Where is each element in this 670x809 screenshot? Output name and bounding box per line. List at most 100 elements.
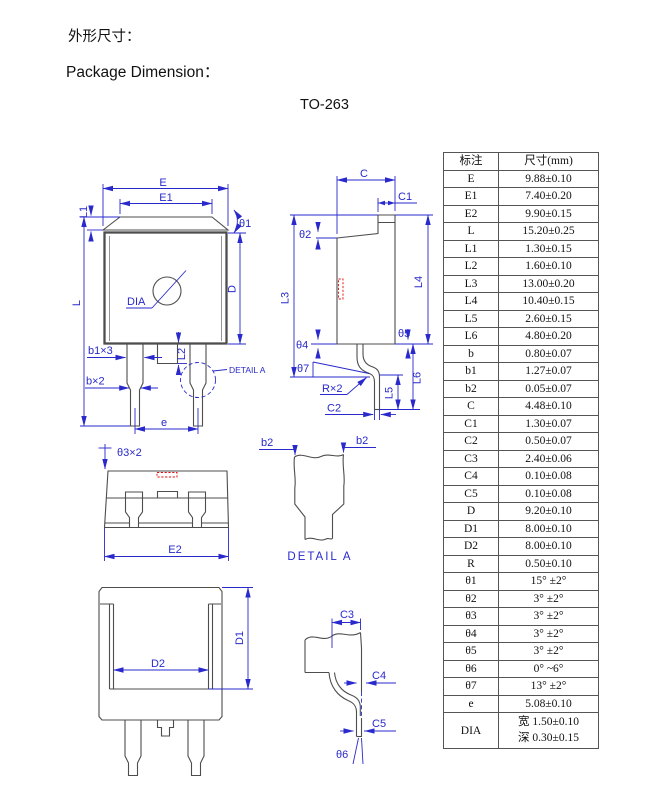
table-cell: D1 xyxy=(443,519,499,538)
column-header-label: 标注 xyxy=(443,152,499,171)
table-cell: 3° ±2° xyxy=(498,642,599,661)
table-row-dia: DIA 宽 1.50±0.10 深 0.30±0.15 xyxy=(443,712,599,749)
table-cell: b xyxy=(443,344,499,363)
lead-detail-drawing: C3 C4 C5 θ6 xyxy=(304,609,396,765)
dim-label-L6: L6 xyxy=(412,372,424,384)
dim-label-D2: D2 xyxy=(151,658,165,670)
table-cell: L1 xyxy=(443,239,499,258)
table-cell: 4.80±0.20 xyxy=(498,327,599,346)
table-cell: 1.27±0.07 xyxy=(498,362,599,381)
dim-label-b: b×2 xyxy=(86,376,105,388)
dim-label-theta2: θ2 xyxy=(299,229,311,241)
dim-label-theta4: θ4 xyxy=(296,340,308,352)
dim-label-b1: b1×3 xyxy=(88,345,113,357)
table-cell: 0.10±0.08 xyxy=(498,467,599,486)
table-cell: e xyxy=(443,694,499,713)
dim-label-C2: C2 xyxy=(327,403,341,415)
dim-label-E2: E2 xyxy=(168,544,181,556)
table-cell: L2 xyxy=(443,257,499,276)
dia-width-value: 宽 1.50±0.10 xyxy=(518,716,579,728)
dim-label-E1: E1 xyxy=(159,192,172,204)
dim-label-D: D xyxy=(227,285,239,293)
table-cell: 3° ±2° xyxy=(498,624,599,643)
table-cell: 2.60±0.15 xyxy=(498,309,599,328)
column-header-dimension: 尺寸(mm) xyxy=(498,152,599,171)
dim-label-C1: C1 xyxy=(398,191,412,203)
table-cell: θ5 xyxy=(443,642,499,661)
table-cell: 1.30±0.15 xyxy=(498,239,599,258)
table-cell: 15.20±0.25 xyxy=(498,222,599,241)
table-cell: 3° ±2° xyxy=(498,589,599,608)
table-cell: 5.08±0.10 xyxy=(498,694,599,713)
table-cell: E xyxy=(443,169,499,188)
dim-label-L3: L3 xyxy=(280,292,292,304)
dim-label-L2: L2 xyxy=(176,348,188,360)
dim-label-L: L xyxy=(71,300,83,306)
table-cell: C4 xyxy=(443,467,499,486)
table-cell: D xyxy=(443,502,499,521)
table-cell: 9.90±0.15 xyxy=(498,204,599,223)
table-cell: θ7 xyxy=(443,677,499,696)
dim-label-theta6: θ6 xyxy=(336,749,348,761)
table-cell: C3 xyxy=(443,449,499,468)
table-cell: θ6 xyxy=(443,659,499,678)
table-cell: 8.00±0.10 xyxy=(498,537,599,556)
table-cell: 13.00±0.20 xyxy=(498,274,599,293)
detail-a-drawing: b2 b2 DETAIL A xyxy=(259,435,376,563)
table-cell: E1 xyxy=(443,187,499,206)
side-view-drawing: C C1 θ2 L3 L4 θ4 θ5 θ7 R×2 xyxy=(280,168,433,420)
table-cell: 0.80±0.07 xyxy=(498,344,599,363)
table-cell: 10.40±0.15 xyxy=(498,292,599,311)
table-cell: 1.60±0.10 xyxy=(498,257,599,276)
table-cell: 9.20±0.10 xyxy=(498,502,599,521)
dim-label-L1: L1 xyxy=(78,206,90,218)
dim-label-C5: C5 xyxy=(372,718,386,730)
dim-label-R: R×2 xyxy=(322,383,343,395)
table-cell: 9.88±0.10 xyxy=(498,169,599,188)
table-cell: 15° ±2° xyxy=(498,572,599,591)
table-cell: L3 xyxy=(443,274,499,293)
table-cell: 0.10±0.08 xyxy=(498,484,599,503)
table-cell: 1.30±0.07 xyxy=(498,414,599,433)
dim-label-b2-left: b2 xyxy=(261,437,273,449)
table-cell: 2.40±0.06 xyxy=(498,449,599,468)
table-cell-dia-label: DIA xyxy=(443,712,499,749)
table-cell: 0.05±0.07 xyxy=(498,379,599,398)
dim-label-C3: C3 xyxy=(340,609,354,621)
table-cell: 0° ~6° xyxy=(498,659,599,678)
detail-a-callout-label: DETAIL A xyxy=(229,365,266,375)
package-name: TO-263 xyxy=(300,97,349,113)
table-cell: 3° ±2° xyxy=(498,607,599,626)
table-cell: D2 xyxy=(443,537,499,556)
table-cell: C2 xyxy=(443,432,499,451)
top-view-drawing: θ3×2 E2 xyxy=(98,444,230,561)
table-cell: C xyxy=(443,397,499,416)
title-chinese: 外形尺寸： xyxy=(68,29,141,45)
table-cell: L xyxy=(443,222,499,241)
dim-label-theta3: θ3×2 xyxy=(117,447,142,459)
table-cell: R xyxy=(443,554,499,573)
dim-label-D1: D1 xyxy=(234,631,246,645)
detail-a-caption: DETAIL A xyxy=(287,551,352,563)
